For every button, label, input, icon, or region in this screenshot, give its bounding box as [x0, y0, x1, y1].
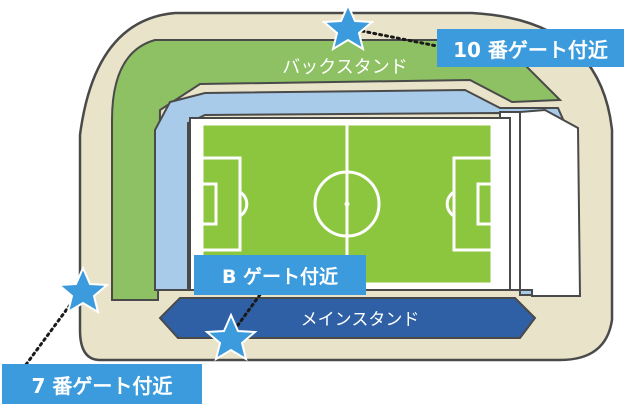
gate-b-label: B ゲート付近 [194, 255, 366, 295]
left-goal-area [200, 182, 218, 226]
gate-b-text: B ゲート付近 [221, 265, 339, 288]
center-spot [344, 201, 350, 207]
leader-gate-10 [360, 29, 439, 48]
back-stand-label: バックスタンド [282, 57, 407, 78]
gate-10-text: 10 番ゲート付近 [453, 37, 608, 62]
gate-7-label: 7 番ゲート付近 [2, 364, 202, 404]
main-stand-label: メインスタンド [301, 310, 420, 330]
main-stand-area [158, 297, 537, 339]
star-icon [204, 312, 258, 362]
east-stand-area [519, 108, 582, 297]
gate-7-text: 7 番ゲート付近 [31, 373, 173, 398]
right-goal-area [476, 182, 494, 226]
star-icon [56, 265, 110, 315]
star-icon [321, 2, 375, 52]
leader-gate-7 [20, 303, 72, 372]
right-penalty-arc [445, 190, 455, 218]
left-penalty-arc [239, 190, 249, 218]
gate-10-label: 10 番ゲート付近 [437, 29, 624, 67]
center-circle [313, 170, 381, 238]
